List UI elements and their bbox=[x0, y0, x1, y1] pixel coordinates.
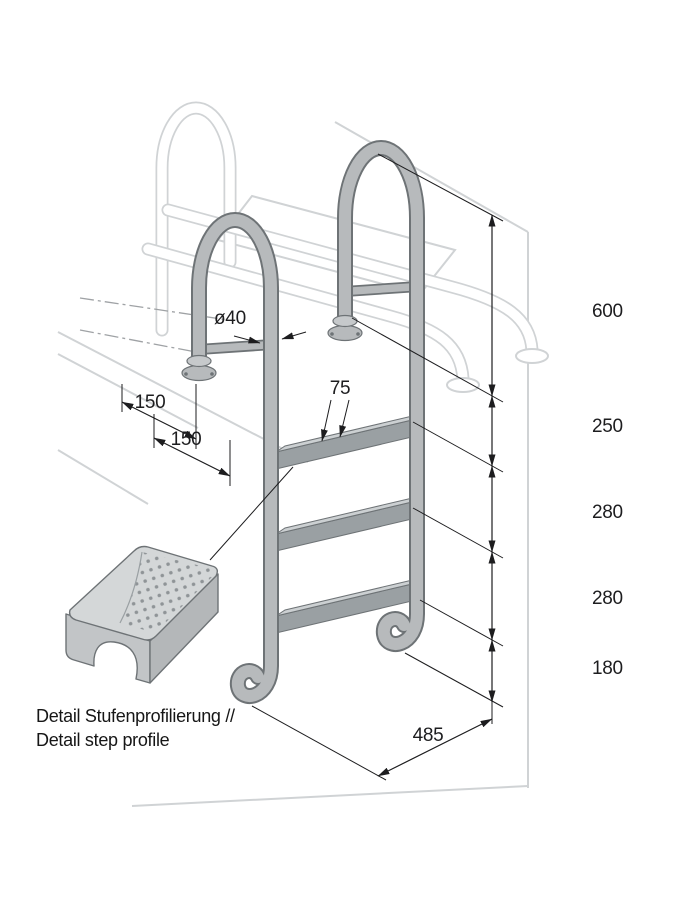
left-crossbar-core bbox=[202, 341, 269, 353]
dim-depth-485: 485 bbox=[413, 725, 444, 746]
floor-edge bbox=[131, 785, 529, 807]
extension-line bbox=[412, 421, 504, 473]
faded-handrail-hook-core bbox=[157, 103, 235, 335]
faded-deck-rail-lower-core bbox=[143, 244, 468, 384]
dim-step-depth: 75 bbox=[330, 378, 351, 399]
right-flange-bolt bbox=[330, 332, 334, 336]
dimension-annotations: ø40 75 150 150 600 250 280 280 180 485 bbox=[121, 153, 623, 781]
ladder-steps bbox=[275, 413, 422, 634]
dimension-line-485 bbox=[377, 718, 493, 777]
detail-texture-boundary bbox=[119, 551, 143, 624]
step-depth-arrow bbox=[339, 399, 350, 438]
wall-top-edge bbox=[334, 121, 529, 233]
ladder-right-rail bbox=[327, 140, 425, 652]
diameter-arrow bbox=[233, 335, 261, 344]
right-flange-bolt bbox=[356, 332, 360, 336]
detail-leader-line bbox=[209, 466, 294, 561]
detail-block-front-face bbox=[65, 613, 151, 684]
dim-height-600: 600 bbox=[592, 301, 623, 322]
ladder-left-rail bbox=[181, 212, 279, 704]
floor-left-line bbox=[57, 449, 149, 505]
step-detail-inset: Detail Stufenprofilierung // Detail step… bbox=[36, 466, 294, 750]
pool-ladder-illustration bbox=[181, 140, 425, 704]
extension-line bbox=[412, 507, 504, 559]
dim-tube-diameter: ø40 bbox=[214, 308, 246, 329]
detail-caption-line2: Detail step profile bbox=[36, 730, 170, 750]
dimension-line-150-b bbox=[153, 437, 231, 477]
right-crossbar-core bbox=[348, 283, 415, 295]
extension-line bbox=[404, 652, 504, 708]
faded-deck-rail-upper-core bbox=[163, 205, 537, 355]
centerline-lower bbox=[79, 329, 197, 353]
detail-caption-line1: Detail Stufenprofilierung // bbox=[36, 706, 235, 726]
dim-offset-2: 150 bbox=[171, 429, 202, 450]
faded-background bbox=[57, 101, 549, 807]
dim-height-280-lower: 280 bbox=[592, 588, 623, 609]
left-rail-tube-core bbox=[193, 214, 277, 702]
dim-height-250: 250 bbox=[592, 416, 623, 437]
dim-height-280-upper: 280 bbox=[592, 502, 623, 523]
left-flange-bolt bbox=[210, 372, 214, 376]
extension-line bbox=[377, 153, 504, 222]
right-rail-tube-core bbox=[339, 142, 423, 650]
left-flange-bolt bbox=[184, 372, 188, 376]
faded-foot-lower bbox=[446, 377, 480, 393]
faded-foot-upper bbox=[515, 348, 549, 364]
dim-height-180: 180 bbox=[592, 658, 623, 679]
extension-line bbox=[351, 317, 504, 403]
detail-dimple-texture bbox=[120, 552, 214, 633]
extension-line bbox=[251, 705, 387, 781]
dim-offset-1: 150 bbox=[135, 392, 166, 413]
left-flange-collar bbox=[186, 354, 212, 368]
diameter-arrow bbox=[281, 331, 307, 340]
step-depth-arrow bbox=[321, 399, 332, 442]
dimension-line-150-a bbox=[121, 401, 197, 440]
right-flange-collar bbox=[332, 314, 358, 328]
